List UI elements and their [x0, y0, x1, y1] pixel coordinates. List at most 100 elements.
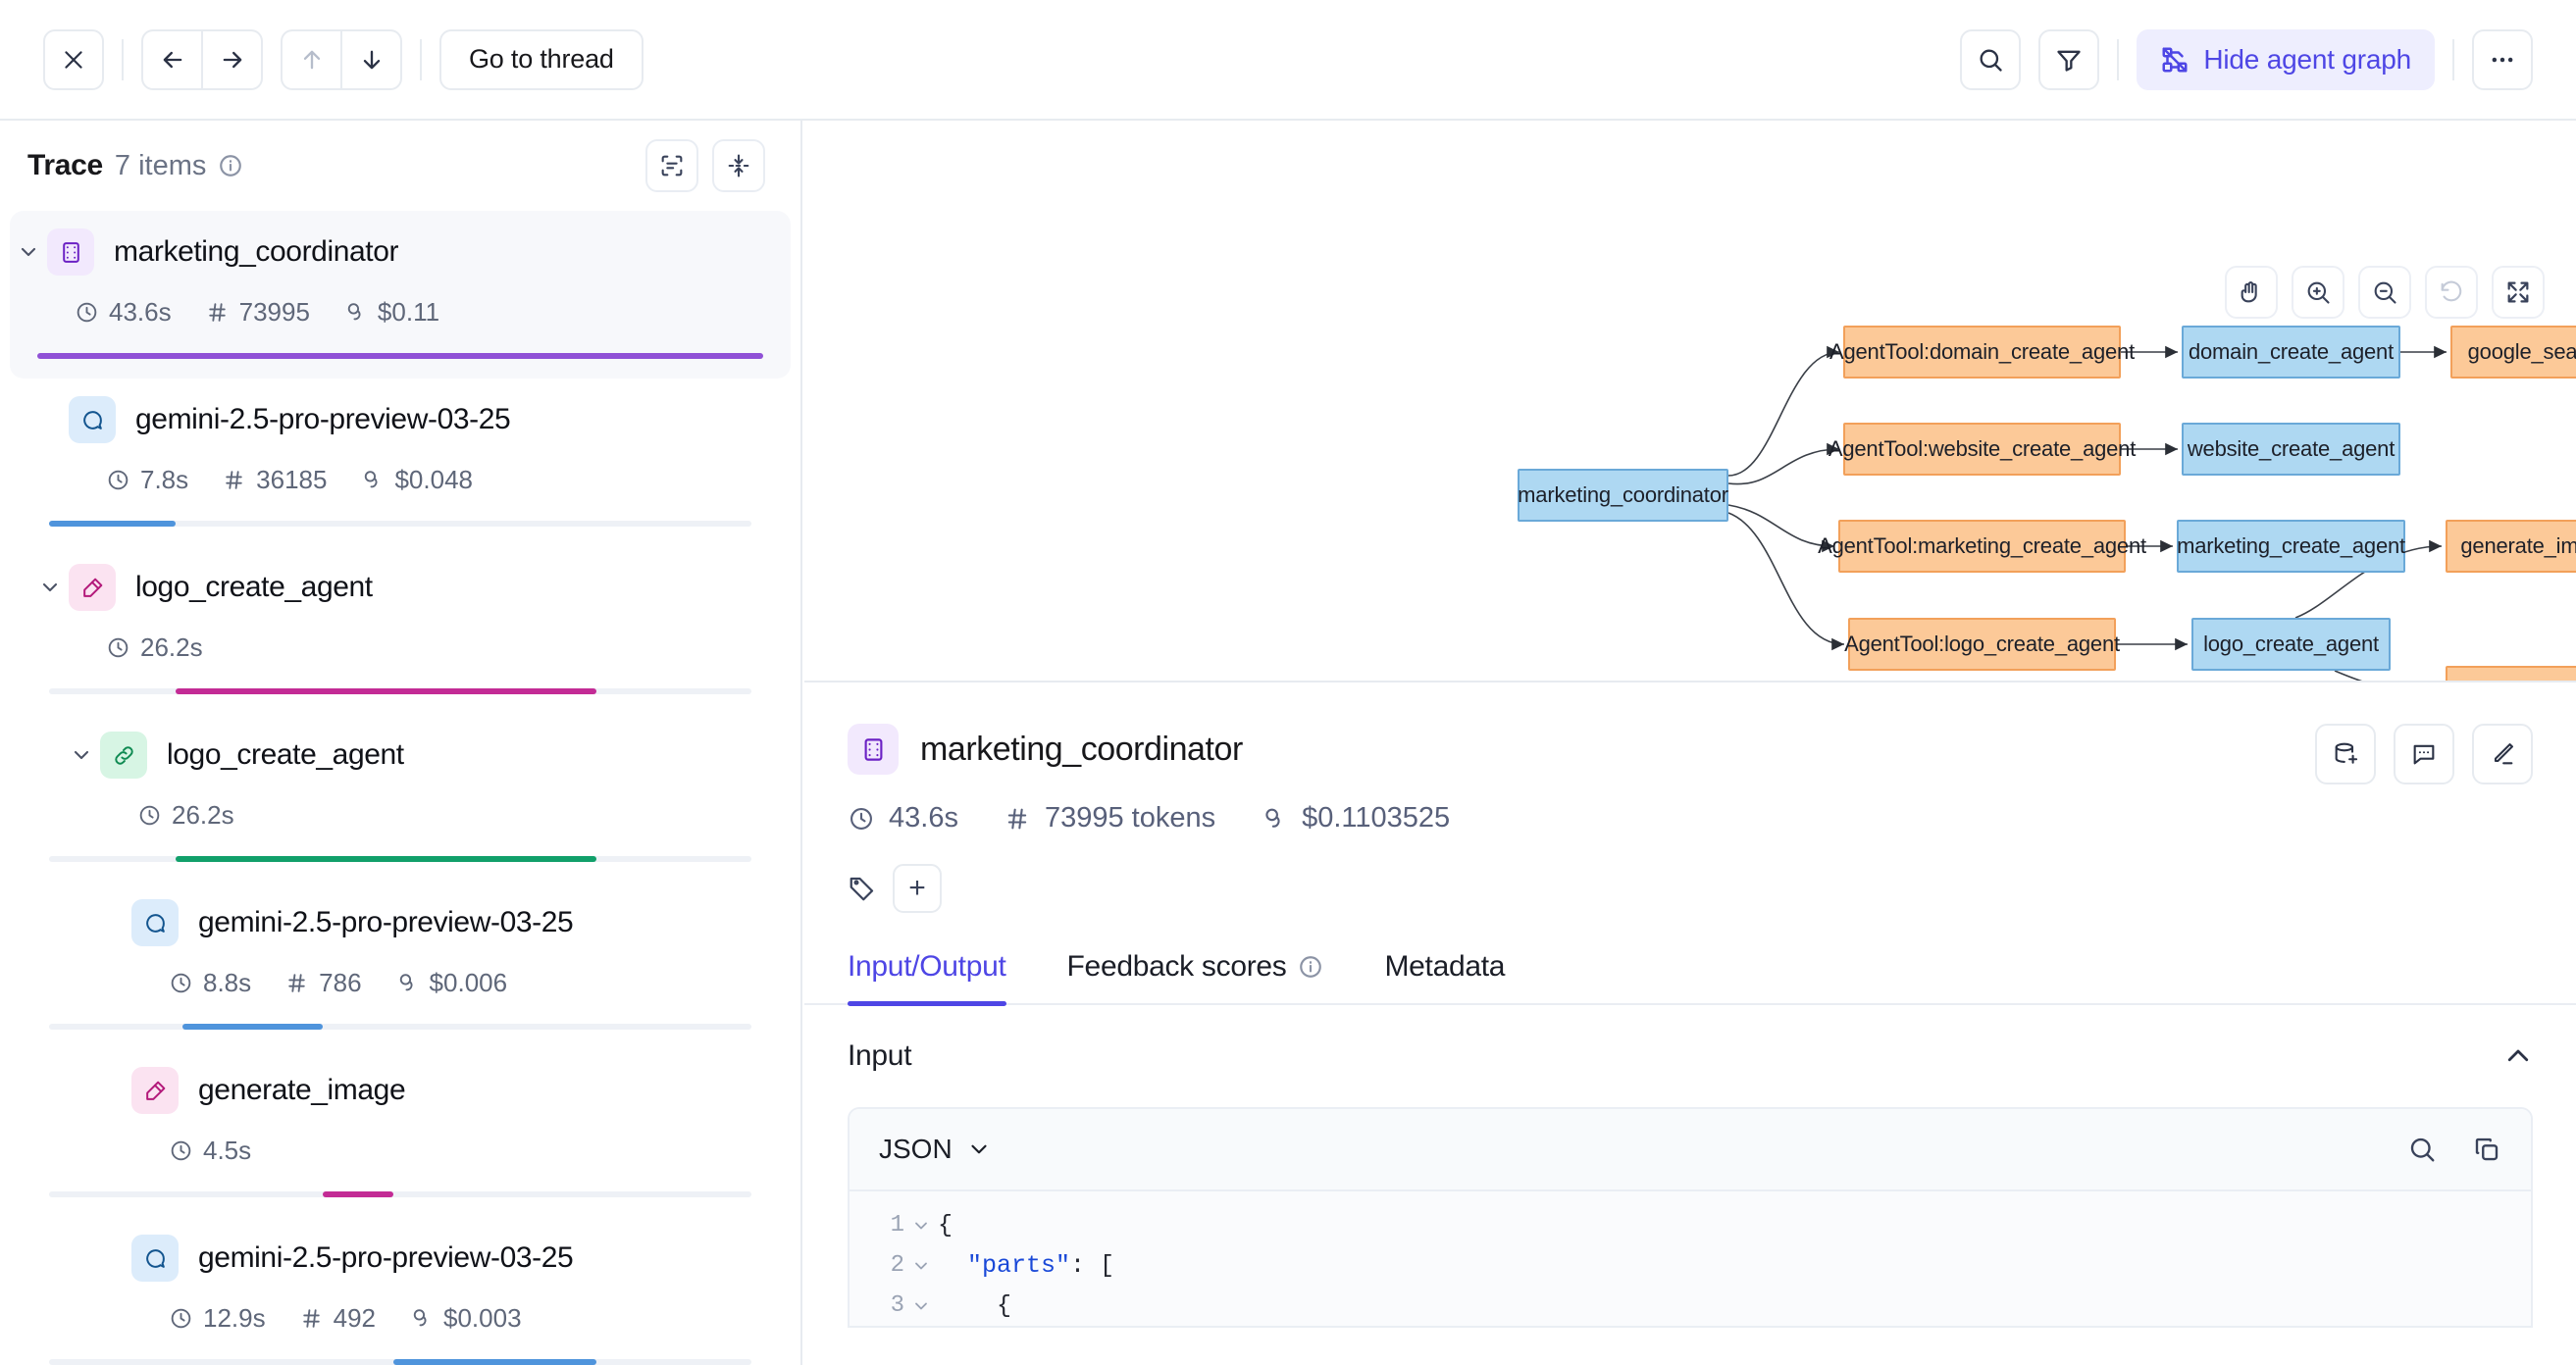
- duration-bar-track: [49, 856, 751, 862]
- duration-bar-track: [49, 521, 751, 527]
- duration-metric: 43.6s: [848, 802, 958, 834]
- graph-node-marketing-coordinator[interactable]: marketing_coordinator: [1518, 469, 1728, 522]
- json-format-select[interactable]: JSON: [879, 1134, 992, 1165]
- graph-node-marketing-create-agent[interactable]: marketing_create_agent: [2177, 520, 2405, 573]
- reset-view-button[interactable]: [2425, 266, 2478, 319]
- zoom-out-button[interactable]: [2358, 266, 2411, 319]
- graph-node-at-domain[interactable]: AgentTool:domain_create_agent: [1829, 326, 2135, 379]
- clock-icon: [108, 470, 129, 490]
- comment-button[interactable]: [2394, 724, 2454, 784]
- back-button[interactable]: [141, 28, 202, 90]
- tags-row: +: [848, 864, 2533, 913]
- trace-item-metrics: 7.8s 36185 $0.048: [10, 443, 791, 495]
- tokens-metric: 36185: [222, 465, 327, 495]
- edit-button[interactable]: [2472, 724, 2533, 784]
- tokens-value: 73995: [238, 297, 310, 327]
- graph-node-at-marketing[interactable]: AgentTool:marketing_create_agent: [1818, 520, 2146, 573]
- more-options-button[interactable]: [2472, 28, 2533, 90]
- info-icon[interactable]: [218, 153, 243, 178]
- graph-node-label: AgentTool:logo_create_agent: [1844, 632, 2120, 656]
- go-to-thread-button[interactable]: Go to thread: [439, 28, 644, 90]
- json-fold-chevron-icon[interactable]: [904, 1256, 938, 1276]
- trace-item-gemini-2-5-pro-preview-03-25[interactable]: gemini-2.5-pro-preview-03-25 7.8s 36185 $0.…: [10, 379, 791, 546]
- duration-metric: 7.8s: [106, 465, 188, 495]
- graph-node-website-create-agent[interactable]: website_create_agent: [2182, 423, 2400, 476]
- duration-value: 26.2s: [172, 800, 234, 830]
- json-search-icon[interactable]: [2407, 1135, 2437, 1164]
- trace-item-spacer: [10, 694, 791, 714]
- json-line: 3 {: [850, 1286, 2531, 1326]
- previous-span-button[interactable]: [281, 28, 341, 90]
- input-section-header[interactable]: Input: [848, 1005, 2533, 1107]
- graph-node-load-artifacts[interactable]: load_artifacts: [2446, 666, 2576, 681]
- expand-chevron-icon[interactable]: [10, 240, 47, 264]
- graph-node-at-logo[interactable]: AgentTool:logo_create_agent: [1844, 618, 2120, 671]
- hide-agent-graph-label: Hide agent graph: [2203, 43, 2411, 75]
- span-detail-actions: [2315, 724, 2533, 784]
- search-button[interactable]: [1960, 28, 2022, 90]
- pan-hand-button[interactable]: [2225, 266, 2278, 319]
- duration-metric: 43.6s: [75, 297, 172, 328]
- graph-node-label: google_search: [2467, 339, 2576, 364]
- tab-feedback-scores[interactable]: Feedback scores: [1067, 950, 1324, 1003]
- duration-bar: [323, 1191, 393, 1197]
- json-viewer-toolbar: JSON: [850, 1109, 2531, 1191]
- toggle-text-lines-button[interactable]: [645, 139, 698, 192]
- graph-node-domain-create-agent[interactable]: domain_create_agent: [2182, 326, 2400, 379]
- chevron-up-icon[interactable]: [2503, 1041, 2533, 1071]
- json-copy-icon[interactable]: [2472, 1135, 2501, 1164]
- graph-node-label: AgentTool:domain_create_agent: [1829, 339, 2135, 364]
- duration-metric: 8.8s: [169, 968, 251, 998]
- graph-node-label: logo_create_agent: [2203, 632, 2379, 656]
- info-icon[interactable]: [1298, 954, 1323, 980]
- duration-metric: 26.2s: [137, 800, 234, 831]
- json-fold-chevron-icon[interactable]: [904, 1216, 938, 1236]
- expand-chevron-icon[interactable]: [63, 743, 100, 767]
- graph-node-label: marketing_create_agent: [2177, 533, 2405, 558]
- json-content[interactable]: 1{2 "parts": [3 {: [850, 1191, 2531, 1326]
- next-span-button[interactable]: [341, 28, 402, 90]
- json-line-text: {: [938, 1291, 1012, 1320]
- nav-back-forward-group: [141, 28, 263, 90]
- duration-bar-track: [37, 353, 763, 359]
- graph-node-at-website[interactable]: AgentTool:website_create_agent: [1829, 423, 2136, 476]
- fullscreen-button[interactable]: [2492, 266, 2545, 319]
- add-to-dataset-button[interactable]: [2315, 724, 2376, 784]
- span-detail-panel: marketing_coordinator 43.6s 73995 tokens…: [804, 684, 2576, 1365]
- tokens-value: 36185: [256, 465, 328, 494]
- close-button[interactable]: [43, 28, 104, 90]
- graph-node-google-search[interactable]: google_search: [2450, 326, 2576, 379]
- agent-graph-panel[interactable]: marketing_coordinator AgentTool:domain_cr…: [804, 121, 2576, 682]
- tokens-metric: 492: [299, 1303, 376, 1334]
- cost-metric: $0.048: [360, 465, 473, 495]
- zoom-in-button[interactable]: [2292, 266, 2344, 319]
- duration-value: 43.6s: [889, 802, 958, 834]
- span-metrics: 43.6s 73995 tokens $0.1103525: [848, 802, 2533, 834]
- forward-button[interactable]: [202, 28, 263, 90]
- filter-button[interactable]: [2038, 28, 2100, 90]
- cost-value: $0.11: [377, 297, 440, 327]
- graph-node-generate-image[interactable]: generate_image: [2446, 520, 2576, 573]
- collapse-all-button[interactable]: [712, 139, 765, 192]
- duration-bar: [182, 1024, 324, 1030]
- hide-agent-graph-button[interactable]: Hide agent graph: [2137, 28, 2435, 90]
- json-fold-chevron-icon[interactable]: [904, 1296, 938, 1316]
- trace-item-main: logo_create_agent: [10, 564, 791, 611]
- duration-value: 43.6s: [109, 297, 172, 327]
- add-tag-button[interactable]: +: [893, 864, 942, 913]
- json-line: 2 "parts": [: [850, 1245, 2531, 1286]
- tab-metadata[interactable]: Metadata: [1384, 950, 1505, 1003]
- clock-icon: [850, 807, 872, 830]
- tab-input-output[interactable]: Input/Output: [848, 950, 1006, 1006]
- graph-node-logo-create-agent[interactable]: logo_create_agent: [2191, 618, 2391, 671]
- coins-icon: [413, 1309, 427, 1327]
- trace-item-label: gemini-2.5-pro-preview-03-25: [135, 403, 511, 435]
- tokens-metric: 786: [284, 968, 362, 998]
- expand-chevron-icon[interactable]: [31, 576, 69, 599]
